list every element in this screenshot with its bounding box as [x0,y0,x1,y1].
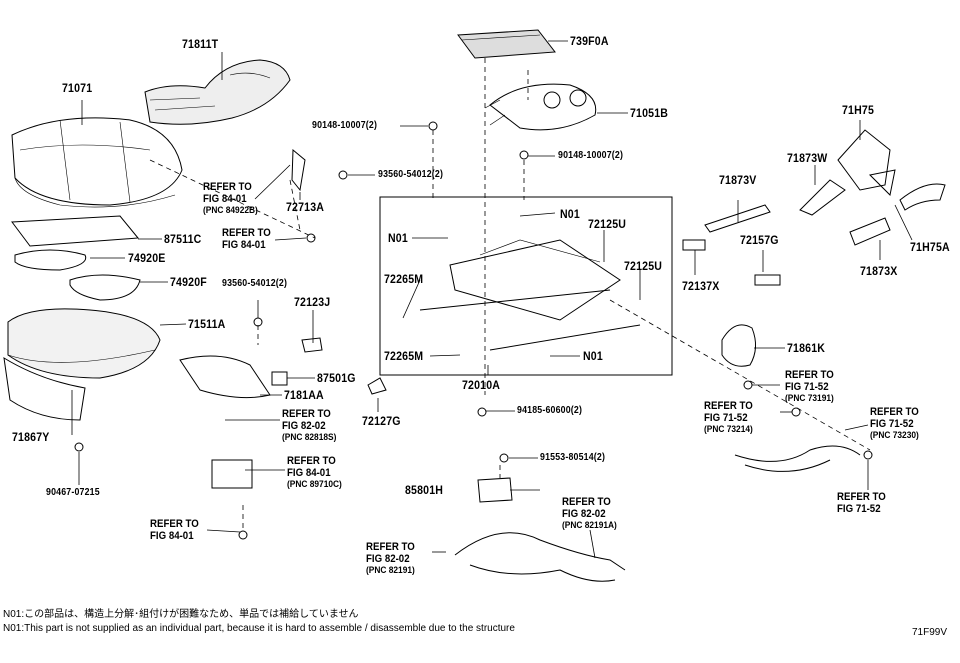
bolt-10 [743,380,753,390]
harness-right [734,445,861,472]
bracket-71H75A [899,183,946,211]
rail-71873V [704,204,771,233]
bracket-72713A [291,148,306,192]
bolt-7 [74,442,84,452]
bolt-5 [253,317,263,327]
part-label: 71H75A [910,240,950,254]
bolt-2 [519,150,529,160]
bracket-71873X [849,217,891,246]
side-cover [837,129,896,197]
part-label: 85801H [405,483,444,497]
part-label: 71811T [182,37,219,51]
part-label: N01 [583,349,603,363]
part-label: 71511A [188,317,226,331]
seat-cushion-pad [11,117,183,208]
part-label: 93560-54012(2) [378,169,444,180]
part-label: N01 [388,231,408,245]
part-label: 72125U [624,259,663,273]
frame-7181AA [179,355,271,399]
bracket-71873W [799,179,846,216]
module-box [211,459,253,489]
part-label: 90467-07215 [46,487,100,498]
bolt-9 [499,453,509,463]
dashed-lines [149,58,871,530]
figure-code: 71F99V [912,627,948,638]
clip-72127G [367,377,387,395]
part-label: 71H75 [842,103,875,117]
bolt-12 [863,450,873,460]
part-label: 72125U [588,217,627,231]
part-label: 72265M [384,272,424,286]
part-label: 91553-80514(2) [540,452,606,463]
part-label: 739F0A [570,34,609,48]
note-english: N01:This part is not supplied as an indi… [3,623,515,634]
cushion-71511A [7,308,161,379]
part-label: 72123J [294,295,331,309]
part-label: 87501G [317,371,356,385]
bolt-3 [338,170,348,180]
lumbar-support [484,83,597,131]
part-label: 90148-10007(2) [312,120,378,131]
part-label: 71861K [787,341,826,355]
part-label: 71873X [860,264,898,278]
note-japanese: N01:この部品は、構造上分解･組付けが困難なため、単品では補給していません [3,609,359,620]
seatback-cover [144,59,291,125]
part-label: 72157G [740,233,779,247]
bolt-8 [238,530,248,540]
part-label: N01 [560,207,580,221]
part-label: 71071 [62,81,93,95]
part-label: 72265M [384,349,424,363]
part-label: 90148-10007(2) [558,150,624,161]
pad-74920E [14,249,87,271]
shield-71867Y [3,357,86,421]
bolt-6 [477,407,487,417]
seat-heater-mat [11,215,139,247]
pad-74920F [69,274,141,301]
part-label: 87511C [164,232,202,246]
part-label: 93560-54012(2) [222,278,288,289]
part-label: 71867Y [12,430,50,444]
seat-frame [419,239,641,351]
part-label: 7181AA [284,388,324,402]
part-label: 72713A [286,200,325,214]
cover-71861K [721,324,756,367]
bolt-1 [428,121,438,131]
part-label: 72127G [362,414,401,428]
clip-72123J [301,337,323,353]
part-label: 72137X [682,279,720,293]
part-label: 71051B [630,106,669,120]
part-label: 74920F [170,275,207,289]
cover-72157G [754,274,781,286]
part-label: 72010A [462,378,501,392]
part-label: 71873W [787,151,828,165]
harness-lower [454,532,626,582]
part-label: 71873V [719,173,757,187]
part-label: 94185-60600(2) [517,405,583,416]
seat-frame-box [379,196,673,376]
part-label: 74920E [128,251,166,265]
top-pad [457,29,556,59]
leader-lines [71,40,913,559]
switch-87501G [271,371,288,386]
module-85801H [477,477,513,503]
cover-72137X [682,239,706,251]
